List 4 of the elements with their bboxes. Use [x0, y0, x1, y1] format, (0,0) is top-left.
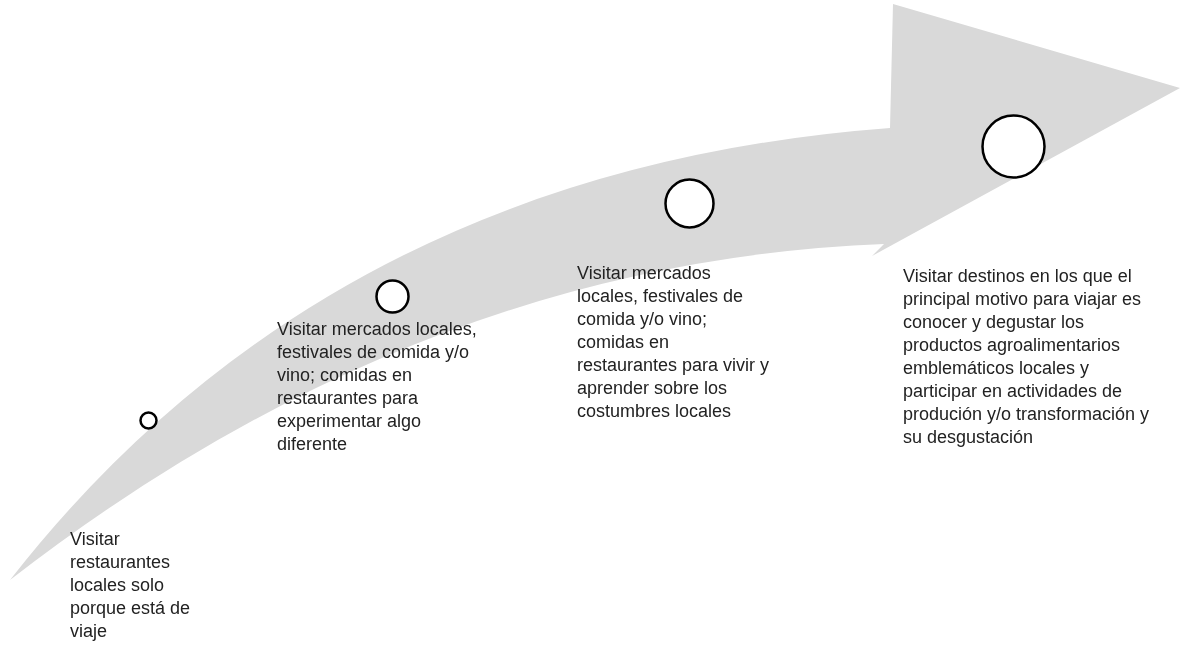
- stage-description: Visitar mercados locales, festivales de comida y/o vino; comidas en restaurantes para experimentar algo diferente: [277, 318, 478, 456]
- stage-description: Visitar mercados locales, festivales de comida y/o vino; comidas en restaurantes para vivir y aprender sobre los costumbres locales: [577, 262, 771, 423]
- stage-description: Visitar restaurantes locales solo porque está de viaje: [70, 528, 192, 643]
- stage-description: Visitar destinos en los que el principal motivo para viajar es conocer y degustar los productos agroalimentarios emblemáticos locales y participar en actividades de produción y/o transformación y su desgustación: [903, 265, 1151, 449]
